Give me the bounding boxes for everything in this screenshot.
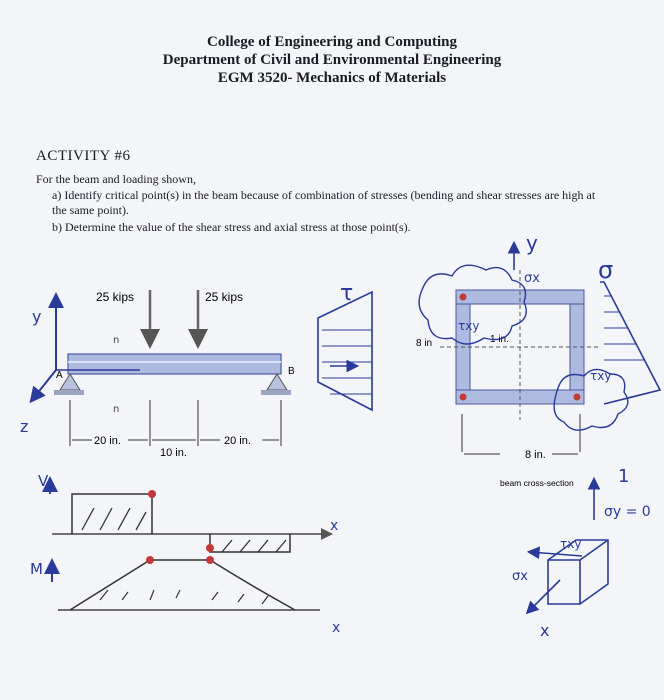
dim-width: 8 in. xyxy=(525,449,546,461)
shear-diagram: V x xyxy=(38,472,338,553)
shear-distribution xyxy=(317,290,373,412)
course-title: EGM 3520- Mechanics of Materials xyxy=(217,70,447,86)
moment-diagram: M x xyxy=(30,556,340,636)
mark-n-top: n xyxy=(113,335,119,346)
beam-body xyxy=(67,353,282,375)
activity-title: ACTIVITY #6 xyxy=(36,148,131,164)
tau-xy-right: τxy xyxy=(590,369,611,383)
question-a: a) Identify critical point(s) in the bea… xyxy=(52,188,596,217)
moment-m-label: M xyxy=(30,560,43,578)
support-b xyxy=(266,373,288,391)
shear-x-label: x xyxy=(330,518,338,534)
beam-axes-sketch xyxy=(29,292,140,404)
top-flange xyxy=(455,289,585,305)
dim-left: 20 in. xyxy=(94,435,121,447)
tau-xy-left: τxy xyxy=(458,319,479,333)
one-mark: 1 xyxy=(618,466,629,487)
y-axis-top: y xyxy=(526,231,538,255)
bending-distribution xyxy=(600,281,662,405)
z-axis-label: z xyxy=(20,417,28,436)
shear-v-label: V xyxy=(38,472,49,490)
beam-diagram: 25 kips 25 kips A B 20 in. 10 in. 20 in.… xyxy=(54,290,295,459)
college-title: College of Engineering and Computing xyxy=(206,34,458,50)
sigma-x-top: σx xyxy=(524,271,540,286)
shear-negative-block xyxy=(209,534,291,553)
sigma-symbol: σ xyxy=(598,256,613,284)
stress-element-3d xyxy=(525,476,609,615)
question-b: b) Determine the value of the shear stre… xyxy=(52,220,411,234)
cross-section-caption: beam cross-section xyxy=(500,478,574,488)
dim-side: 8 in xyxy=(416,338,432,349)
tau-xy-element: τxy xyxy=(560,537,581,551)
department-title: Department of Civil and Environmental En… xyxy=(162,52,502,68)
stress-element-sketches xyxy=(418,264,629,431)
tau-symbol: τ xyxy=(340,281,353,306)
shear-positive-block xyxy=(71,493,153,534)
load-label-right: 25 kips xyxy=(205,290,243,304)
dim-right: 20 in. xyxy=(224,435,251,447)
moment-x-label: x xyxy=(332,620,340,636)
sigma-x-element: σx xyxy=(512,569,528,584)
dim-middle: 10 in. xyxy=(160,447,187,459)
moment-curve xyxy=(69,559,296,611)
load-label-left: 25 kips xyxy=(96,290,134,304)
activity-prompt: For the beam and loading shown, xyxy=(36,172,196,186)
y-axis-label: y xyxy=(32,307,41,326)
cross-section: 8 in. 1 in. 8 in beam cross-section xyxy=(317,270,662,488)
support-b-label: B xyxy=(288,366,295,377)
mark-n-bottom: n xyxy=(113,404,119,415)
support-a xyxy=(59,373,81,391)
sigma-y-zero: σy = 0 xyxy=(604,504,651,520)
x-axis-element: x xyxy=(540,621,549,640)
support-a-label: A xyxy=(56,370,63,381)
